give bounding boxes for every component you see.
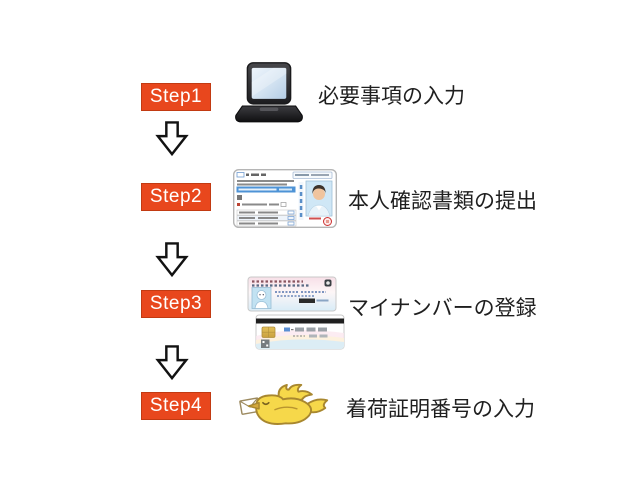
drivers-license-icon — [233, 169, 337, 228]
step1-label: 必要事項の入力 — [318, 85, 465, 108]
step2-badge: Step2 — [141, 183, 211, 211]
step1-badge: Step1 — [141, 83, 211, 111]
step3-badge: Step3 — [141, 290, 211, 318]
step3-label: マイナンバーの登録 — [348, 297, 537, 320]
arrow-down-icon — [155, 120, 189, 157]
step4-label: 着荷証明番号の入力 — [346, 398, 535, 421]
laptop-icon — [233, 62, 305, 127]
step2-label: 本人確認書類の提出 — [348, 190, 537, 213]
arrow-down-icon — [155, 241, 189, 278]
mynumber-card-icon — [247, 276, 345, 350]
step4-badge: Step4 — [141, 392, 211, 420]
arrow-down-icon — [155, 344, 189, 381]
bird-mail-icon — [236, 383, 332, 431]
